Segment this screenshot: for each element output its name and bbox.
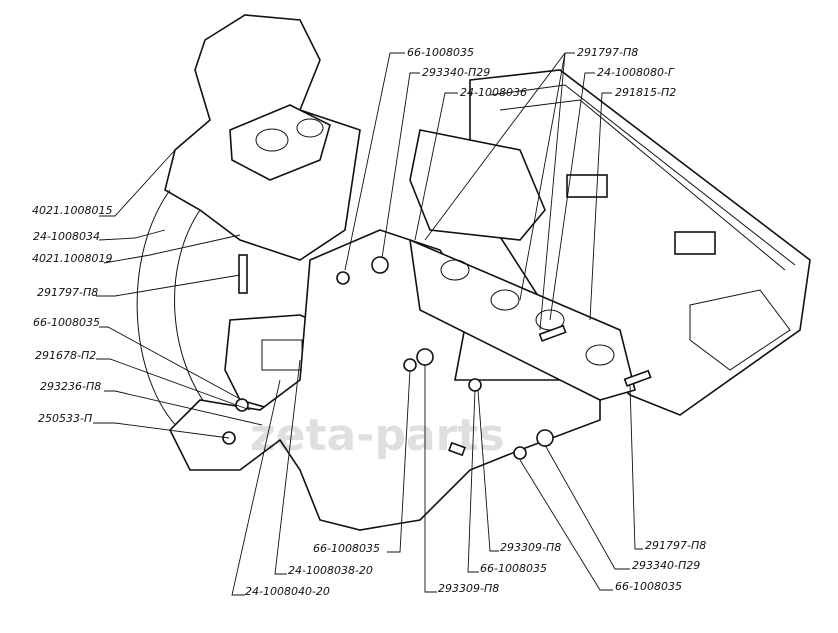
label-291797-p8-bottom: 291797-П8	[645, 539, 706, 552]
label-291797-p8-left: 291797-П8	[37, 286, 98, 299]
exhaust-manifold	[169, 129, 636, 531]
label-293309-p8-bottom-2: 293309-П8	[500, 541, 561, 554]
cylinder-head	[469, 69, 811, 416]
label-24-1008040-20: 24-1008040-20	[245, 585, 330, 598]
label-293340-p29-bottom: 293340-П29	[632, 559, 700, 572]
label-24-1008036: 24-1008036	[460, 86, 527, 99]
label-66-1008035-bottom-1: 66-1008035	[313, 542, 380, 555]
label-24-1008038-20: 24-1008038-20	[288, 564, 373, 577]
label-24-1008080-g: 24-1008080-Г	[597, 66, 675, 79]
watermark: zeta-parts	[250, 410, 505, 461]
part-labels: 66-1008035 293340-П29 24-1008036 291797-…	[32, 46, 706, 598]
label-66-1008035-left: 66-1008035	[33, 316, 100, 329]
label-293309-p8-bottom-1: 293309-П8	[438, 582, 499, 595]
leader-lines	[93, 52, 643, 596]
label-66-1008035-bottom-3: 66-1008035	[615, 580, 682, 593]
label-66-1008035-top: 66-1008035	[407, 46, 474, 59]
label-293236-p8: 293236-П8	[40, 380, 101, 393]
label-291815-p2: 291815-П2	[615, 86, 676, 99]
intake-manifold	[136, 14, 371, 431]
label-4021-1008015: 4021.1008015	[32, 204, 112, 217]
label-66-1008035-bottom-2: 66-1008035	[480, 562, 547, 575]
label-293340-p29-top: 293340-П29	[422, 66, 490, 79]
label-24-1008034: 24-1008034	[33, 230, 100, 243]
label-291797-p8-top: 291797-П8	[577, 46, 638, 59]
label-291678-p2: 291678-П2	[35, 349, 96, 362]
label-250533-p: 250533-П	[38, 412, 92, 425]
label-4021-1008019: 4021.1008019	[32, 252, 112, 265]
